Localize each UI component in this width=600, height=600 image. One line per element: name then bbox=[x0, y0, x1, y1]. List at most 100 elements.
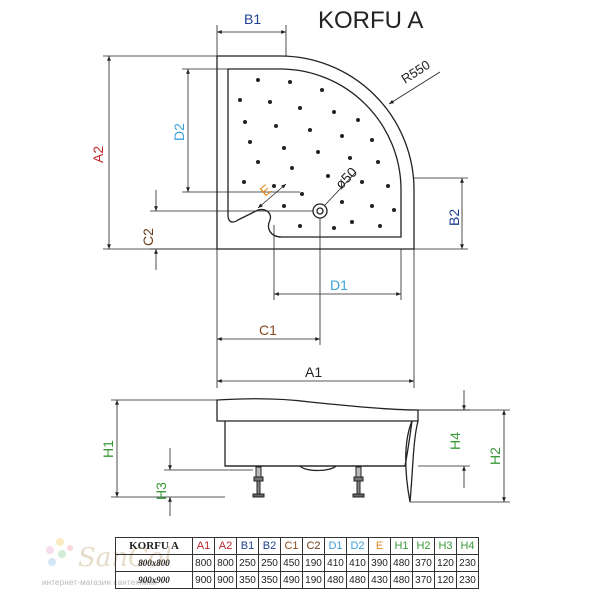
anti-slip-dot bbox=[238, 98, 242, 102]
anti-slip-dot bbox=[360, 180, 364, 184]
anti-slip-dot bbox=[386, 184, 390, 188]
table-cell: 230 bbox=[456, 554, 479, 572]
table-cell: 190 bbox=[302, 571, 325, 589]
table-header-cell: D2 bbox=[346, 537, 369, 555]
anti-slip-dot bbox=[392, 208, 396, 212]
table-cell: 350 bbox=[258, 571, 281, 589]
anti-slip-dot bbox=[282, 146, 286, 150]
table-header-cell: H3 bbox=[434, 537, 457, 555]
table-header-cell: B1 bbox=[236, 537, 259, 555]
table-cell: 480 bbox=[390, 554, 413, 572]
table-cell: 900 bbox=[214, 571, 237, 589]
anti-slip-dot bbox=[308, 128, 312, 132]
anti-slip-dot bbox=[300, 192, 304, 196]
anti-slip-dot bbox=[316, 150, 320, 154]
side-view bbox=[216, 398, 419, 503]
label-h3: H3 bbox=[153, 482, 169, 500]
table-header-cell: E bbox=[368, 537, 391, 555]
table-header-cell: B2 bbox=[258, 537, 281, 555]
table-cell: 390 bbox=[368, 554, 391, 572]
table-header-cell: H2 bbox=[412, 537, 435, 555]
anti-slip-dot bbox=[256, 78, 260, 82]
table-cell: 120 bbox=[434, 571, 457, 589]
anti-slip-dot bbox=[272, 184, 276, 188]
table-cell: 350 bbox=[236, 571, 259, 589]
anti-slip-dot bbox=[268, 100, 272, 104]
table-size-cell: 900x900 bbox=[115, 571, 193, 589]
anti-slip-dot bbox=[340, 134, 344, 138]
table-cell: 480 bbox=[324, 571, 347, 589]
anti-slip-dot bbox=[298, 106, 302, 110]
anti-slip-dot bbox=[326, 174, 330, 178]
anti-slip-dot bbox=[274, 124, 278, 128]
table-header-cell: C2 bbox=[302, 537, 325, 555]
table-header-cell: C1 bbox=[280, 537, 303, 555]
table-cell: 900 bbox=[192, 571, 215, 589]
anti-slip-dot bbox=[332, 110, 336, 114]
label-h2: H2 bbox=[487, 447, 503, 465]
label-a2: A2 bbox=[90, 146, 106, 163]
label-h1: H1 bbox=[100, 440, 116, 458]
anti-slip-dot bbox=[348, 156, 352, 160]
table-size-cell: 800x800 bbox=[115, 554, 193, 572]
label-b1: B1 bbox=[244, 11, 261, 27]
label-c1: C1 bbox=[259, 322, 277, 338]
table-cell: 230 bbox=[456, 571, 479, 589]
table-cell: 430 bbox=[368, 571, 391, 589]
anti-slip-dot bbox=[298, 224, 302, 228]
table-cell: 370 bbox=[412, 554, 435, 572]
anti-slip-dot bbox=[340, 200, 344, 204]
table-header-cell: H4 bbox=[456, 537, 479, 555]
anti-slip-dot bbox=[243, 120, 247, 124]
anti-slip-dot bbox=[332, 226, 336, 230]
top-view bbox=[216, 55, 415, 250]
anti-slip-dot bbox=[350, 220, 354, 224]
anti-slip-dot bbox=[320, 88, 324, 92]
anti-slip-dot bbox=[378, 224, 382, 228]
label-b2: B2 bbox=[446, 209, 462, 226]
label-radius: R550 bbox=[398, 57, 432, 87]
anti-slip-dot bbox=[356, 118, 360, 122]
anti-slip-dot bbox=[290, 166, 294, 170]
anti-slip-dot bbox=[370, 138, 374, 142]
adjustable-legs bbox=[252, 466, 365, 498]
anti-slip-dot bbox=[282, 204, 286, 208]
table-cell: 250 bbox=[258, 554, 281, 572]
table-header-cell: H1 bbox=[390, 537, 413, 555]
label-c2: C2 bbox=[140, 228, 156, 246]
table-cell: 410 bbox=[346, 554, 369, 572]
table-cell: 190 bbox=[302, 554, 325, 572]
anti-slip-dots bbox=[238, 78, 396, 230]
table-cell: 480 bbox=[390, 571, 413, 589]
table-cell: 800 bbox=[192, 554, 215, 572]
label-a1: A1 bbox=[305, 364, 322, 380]
anti-slip-dot bbox=[376, 160, 380, 164]
anti-slip-dot bbox=[256, 160, 260, 164]
table-header-cell: A2 bbox=[214, 537, 237, 555]
table-cell: 800 bbox=[214, 554, 237, 572]
table-cell: 250 bbox=[236, 554, 259, 572]
label-d2: D2 bbox=[171, 123, 187, 141]
drawing-title: KORFU A bbox=[318, 7, 423, 34]
table-cell: 480 bbox=[346, 571, 369, 589]
anti-slip-dot bbox=[370, 204, 374, 208]
table-model-cell: KORFU A bbox=[115, 537, 193, 555]
anti-slip-dot bbox=[288, 80, 292, 84]
label-drain-diameter: ø50 bbox=[332, 164, 361, 193]
table-cell: 410 bbox=[324, 554, 347, 572]
label-h4: H4 bbox=[447, 432, 463, 450]
watermark-subtitle: интернет-магазин сантехники bbox=[42, 578, 158, 587]
label-d1: D1 bbox=[330, 277, 348, 293]
table-header-cell: A1 bbox=[192, 537, 215, 555]
table-cell: 450 bbox=[280, 554, 303, 572]
anti-slip-dot bbox=[248, 140, 252, 144]
table-cell: 120 bbox=[434, 554, 457, 572]
table-cell: 490 bbox=[280, 571, 303, 589]
table-cell: 370 bbox=[412, 571, 435, 589]
table-header-cell: D1 bbox=[324, 537, 347, 555]
